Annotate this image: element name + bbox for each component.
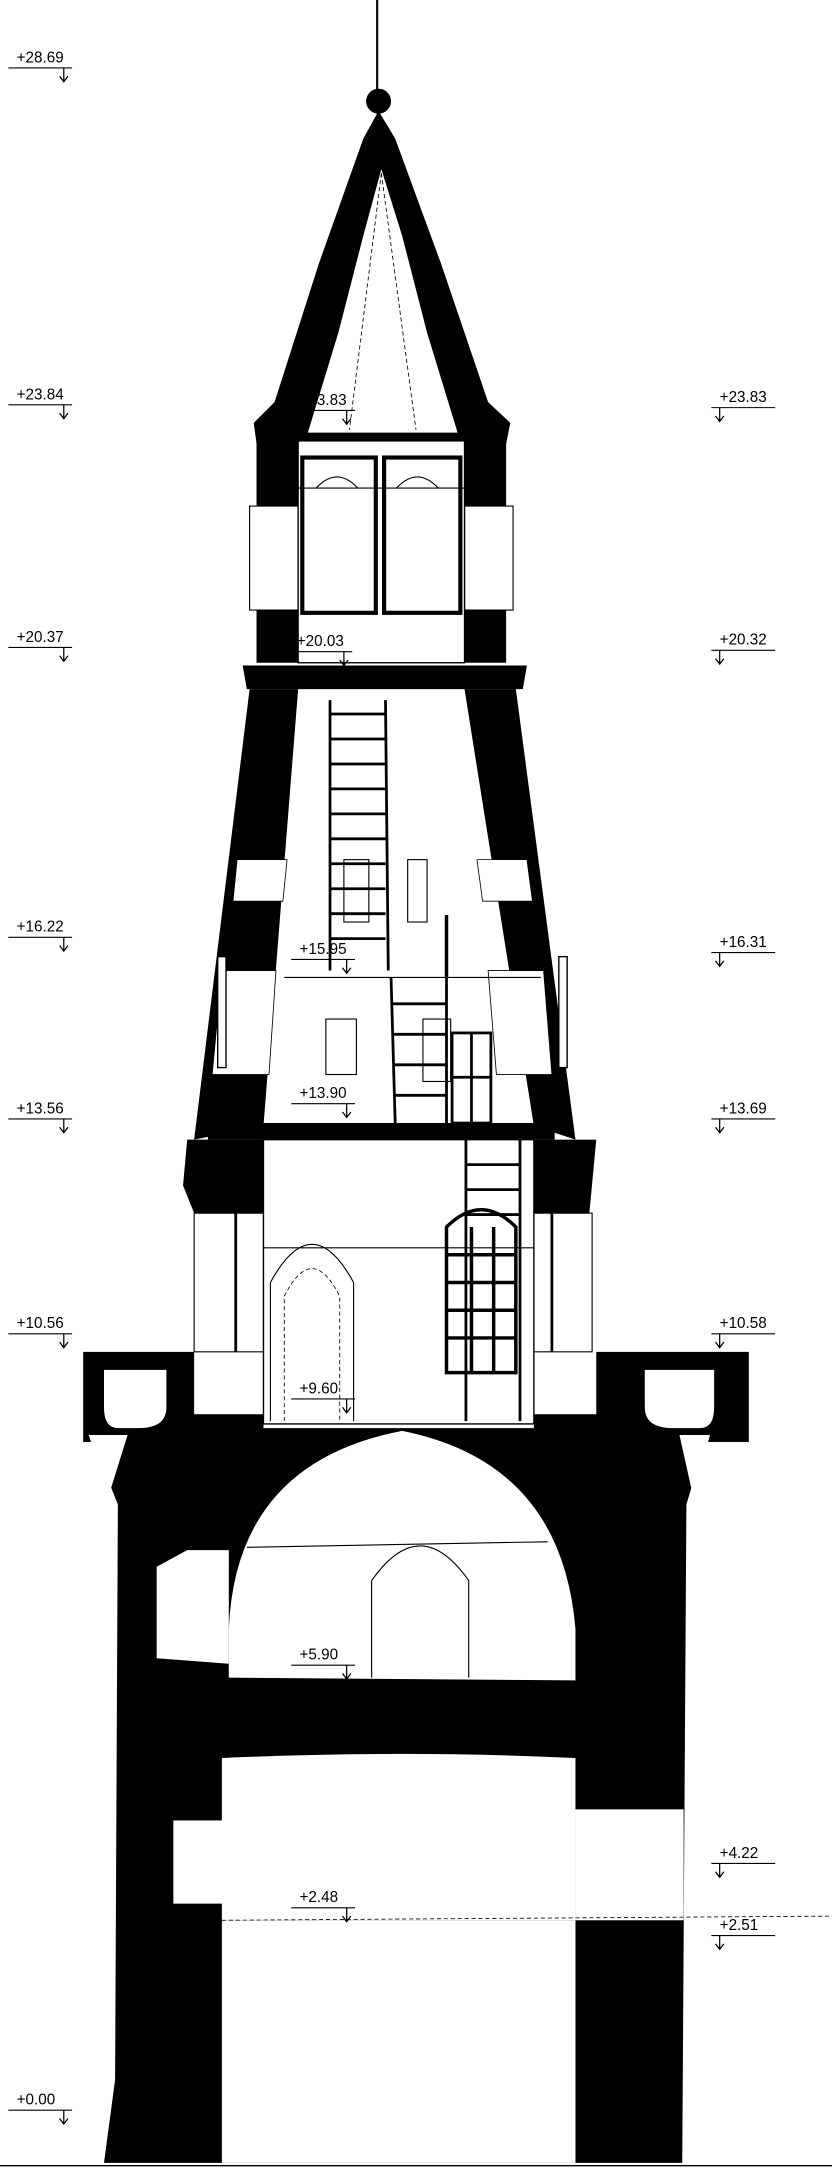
level-marker: +23.83 <box>291 392 355 426</box>
level-label: +20.37 <box>17 629 64 646</box>
level-marker: +16.22 <box>8 919 73 953</box>
belfry-window-left <box>300 455 378 615</box>
level-arrow-icon <box>59 404 69 420</box>
level-arrow-icon <box>342 410 352 426</box>
level-marker: +20.03 <box>288 633 353 667</box>
level-label: +23.83 <box>720 389 767 406</box>
level-label: +13.90 <box>300 1085 347 1102</box>
level-marker: +15.95 <box>291 941 355 975</box>
level-marker: +13.69 <box>711 1100 776 1134</box>
belfry <box>242 440 527 690</box>
level-label: +23.84 <box>17 386 65 403</box>
dome-inner-arch <box>371 1545 470 1678</box>
ladder-lower <box>389 977 493 1125</box>
level-markers: +28.69 +23.84 +20.37 +16.22 +13.56 +10.56 +0.0… <box>8 49 776 2126</box>
level-arrow-icon <box>715 650 725 666</box>
side-opening-left <box>173 1820 224 1904</box>
level-arrow-icon <box>715 1935 725 1951</box>
side-opening-right <box>575 1809 684 1921</box>
level-marker: +10.58 <box>711 1315 776 1349</box>
level-arrow-icon <box>715 407 725 423</box>
level-arrow-icon <box>342 1665 352 1681</box>
spire <box>253 0 511 444</box>
level-arrow-icon <box>342 1907 352 1923</box>
dome-vault <box>228 1430 576 1681</box>
level-marker: +13.90 <box>291 1085 355 1119</box>
level-label: +2.48 <box>300 1889 339 1906</box>
level-marker: +4.22 <box>711 1845 776 1879</box>
level-arrow-icon <box>342 1398 352 1414</box>
level-label: +10.56 <box>17 1315 64 1332</box>
level-label: +28.69 <box>17 49 64 66</box>
arched-door <box>269 1243 355 1422</box>
level-arrow-icon <box>339 651 349 667</box>
level-arrow-icon <box>59 2110 69 2126</box>
level-marker: +2.51 <box>711 1917 776 1951</box>
level-arrow-icon <box>59 67 69 83</box>
level-marker: +9.60 <box>291 1380 355 1414</box>
belfry-window-right <box>382 455 463 615</box>
level-marker: +10.56 <box>8 1315 73 1349</box>
level-label: +5.90 <box>300 1647 339 1664</box>
level-label: +15.95 <box>300 941 347 958</box>
arched-window <box>444 1207 518 1375</box>
level-label: +23.83 <box>300 392 347 409</box>
level-label: +13.69 <box>720 1100 767 1117</box>
ground-passage <box>221 1920 576 2163</box>
level-marker: +28.69 <box>8 49 73 83</box>
level-marker: +23.84 <box>8 386 73 420</box>
lower-section <box>183 1138 597 1425</box>
level-arrow-icon <box>342 1103 352 1119</box>
level-label: +9.60 <box>300 1380 339 1397</box>
level-arrow-icon <box>715 1333 725 1349</box>
level-label: +16.31 <box>720 934 767 951</box>
level-marker: +16.31 <box>711 934 776 968</box>
level-arrow-icon <box>59 1118 69 1134</box>
tower-base <box>0 1430 832 2167</box>
level-arrow-icon <box>342 959 352 975</box>
level-label: +20.32 <box>720 632 767 649</box>
platform <box>83 1351 749 1442</box>
spire-ball <box>366 88 392 114</box>
level-arrow-icon <box>59 1333 69 1349</box>
level-label: +20.03 <box>297 633 344 650</box>
level-label: +4.22 <box>720 1845 759 1862</box>
level-arrow-icon <box>59 937 69 953</box>
level-marker: +23.83 <box>711 389 776 423</box>
level-arrow-icon <box>59 647 69 663</box>
level-marker: +13.56 <box>8 1100 73 1134</box>
level-label: +16.22 <box>17 919 64 936</box>
level-marker: +20.32 <box>711 632 776 666</box>
level-label: +13.56 <box>17 1100 64 1117</box>
level-marker: +20.37 <box>8 629 73 663</box>
level-marker: +5.90 <box>291 1647 355 1681</box>
level-marker: +2.48 <box>291 1889 355 1923</box>
level-label: +10.58 <box>720 1315 767 1332</box>
level-label: +2.51 <box>720 1917 759 1934</box>
level-arrow-icon <box>715 1118 725 1134</box>
middle-section <box>194 689 576 1140</box>
level-marker: +0.00 <box>8 2092 73 2126</box>
ladder-upper <box>328 700 390 971</box>
level-label: +0.00 <box>17 2092 56 2109</box>
level-arrow-icon <box>715 1863 725 1879</box>
dome-side-window <box>156 1550 229 1664</box>
level-arrow-icon <box>715 952 725 968</box>
